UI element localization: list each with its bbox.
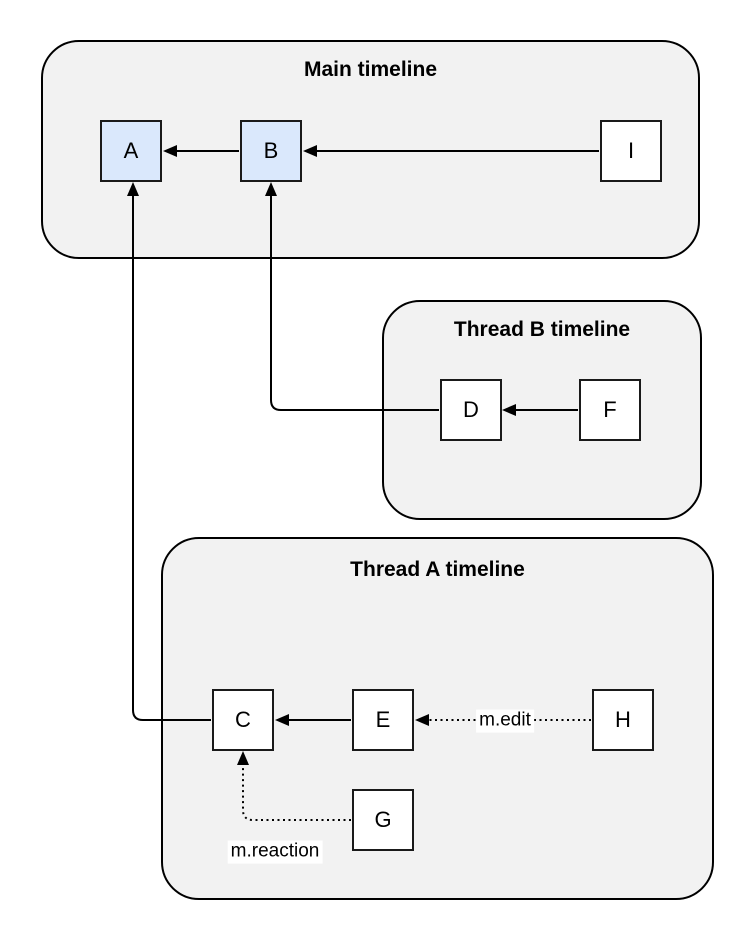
node-f: F [579, 379, 641, 441]
node-g-label: G [374, 807, 392, 832]
node-d: D [440, 379, 502, 441]
node-f-label: F [603, 397, 617, 422]
node-c-label: C [235, 707, 251, 732]
container-title-main-timeline: Main timeline [303, 58, 438, 81]
node-h-label: H [615, 707, 631, 732]
container-title-thread-b-timeline: Thread B timeline [453, 318, 631, 341]
edge-label-m-reaction: m.reaction [227, 840, 323, 864]
node-a-label: A [123, 138, 139, 163]
node-i: I [600, 120, 662, 182]
edge-label-m-edit: m.edit [476, 709, 534, 733]
node-i-label: I [627, 138, 635, 163]
node-b-label: B [263, 138, 279, 163]
node-d-label: D [463, 397, 479, 422]
container-title-thread-a-timeline: Thread A timeline [350, 558, 525, 581]
node-h: H [592, 689, 654, 751]
container-thread-b-timeline: Thread B timeline [382, 300, 702, 520]
node-a: A [100, 120, 162, 182]
node-b: B [240, 120, 302, 182]
node-e-label: E [375, 707, 391, 732]
node-c: C [212, 689, 274, 751]
node-g: G [352, 789, 414, 851]
node-e: E [352, 689, 414, 751]
